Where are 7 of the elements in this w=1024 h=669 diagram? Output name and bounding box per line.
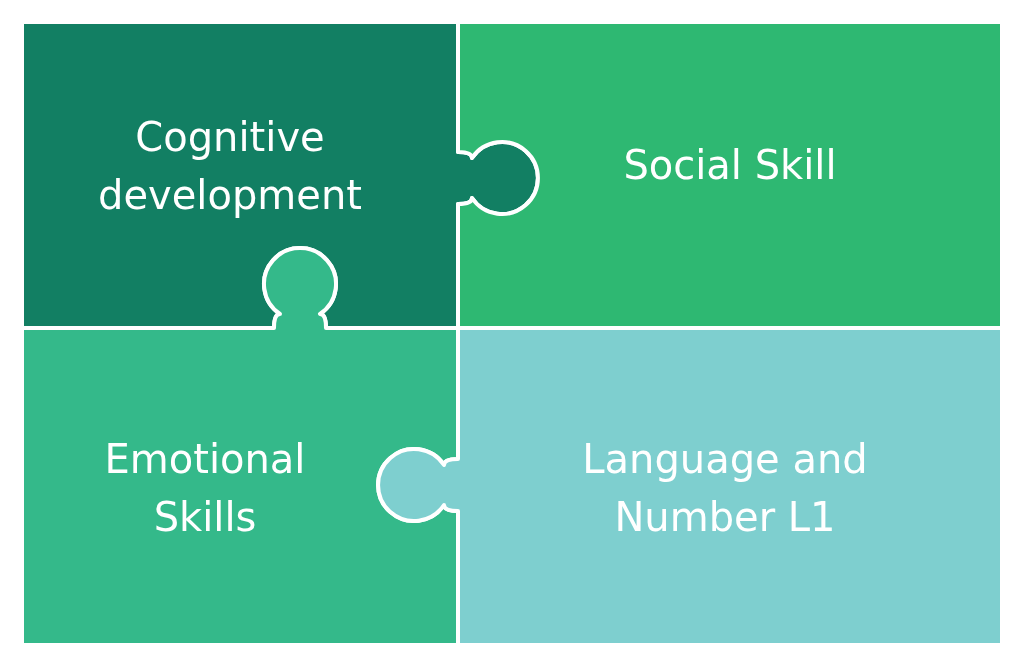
piece-label: Language and Number L1: [581, 435, 869, 542]
puzzle-piece: [22, 22, 538, 328]
puzzle-piece: [458, 22, 1002, 328]
piece-label: Emotional Skills: [103, 435, 307, 542]
piece-label: Cognitive development: [97, 113, 363, 220]
puzzle-piece: [22, 248, 458, 645]
piece-label: Social Skill: [622, 141, 838, 190]
